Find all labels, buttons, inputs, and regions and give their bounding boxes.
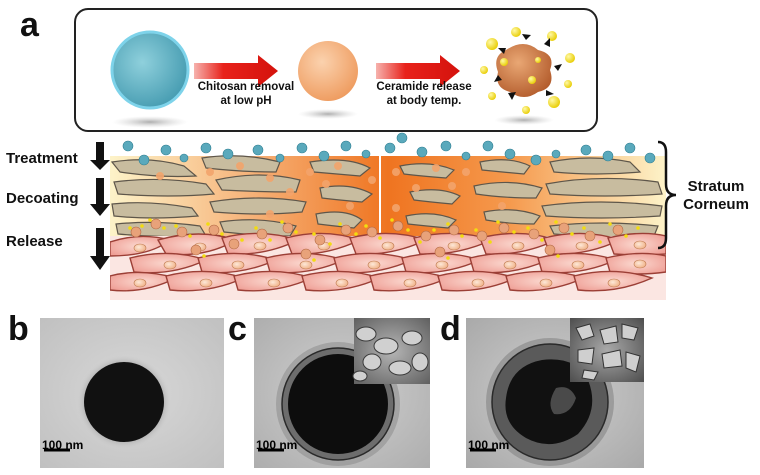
step1-label: Chitosan removal at low pH xyxy=(197,81,295,107)
panel-label-b: b xyxy=(8,310,29,348)
scale-bar-label-b: 100 nm xyxy=(42,438,84,452)
step-label-treatment: Treatment xyxy=(6,150,78,167)
process-arrows xyxy=(90,142,110,270)
panel-label-a: a xyxy=(20,6,39,44)
tem-image-b xyxy=(40,318,224,468)
stratum-brace xyxy=(657,140,677,250)
stratum-corneum-label: Stratum Corneum xyxy=(683,178,749,213)
skin-diagram xyxy=(110,132,666,300)
tem-image-d xyxy=(466,318,644,468)
panel-label-d: d xyxy=(440,310,461,348)
arrow-2 xyxy=(376,55,460,87)
cell-nuclei xyxy=(133,240,647,288)
coated-particle xyxy=(110,30,190,110)
decoated-particles xyxy=(156,162,506,218)
ceramide-beads xyxy=(480,27,575,114)
arrow-1 xyxy=(194,55,278,87)
nanoparticle-b xyxy=(84,362,164,442)
tem-image-c xyxy=(254,318,430,468)
scheme-graphic xyxy=(110,27,575,128)
panel-label-c: c xyxy=(228,310,247,348)
release-arrows xyxy=(494,34,562,100)
step-label-release: Release xyxy=(6,233,63,250)
surface-particles xyxy=(122,132,656,166)
decoated-particle xyxy=(298,41,358,101)
scale-bar-label-d: 100 nm xyxy=(468,438,510,452)
step-label-decoating: Decoating xyxy=(6,190,79,207)
scheme-box xyxy=(74,8,598,132)
step2-label: Ceramide release at body temp. xyxy=(376,81,472,107)
scale-bar-label-c: 100 nm xyxy=(256,438,298,452)
releasing-particles xyxy=(128,218,640,262)
